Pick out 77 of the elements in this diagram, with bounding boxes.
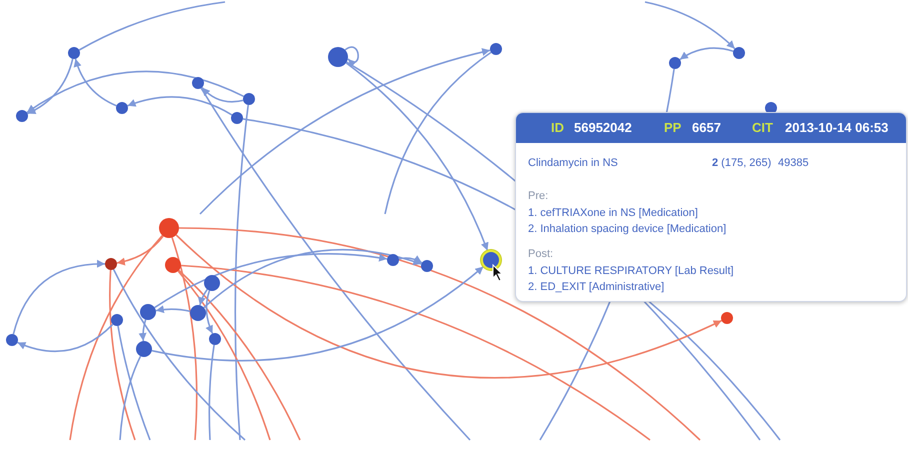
network-node — [6, 334, 18, 346]
arrow — [116, 236, 164, 266]
network-node — [140, 304, 156, 320]
connector-line — [78, 1, 226, 51]
arrow — [398, 255, 422, 264]
field-label: ID — [551, 120, 564, 135]
arrow — [201, 86, 244, 103]
field-label: CIT — [752, 120, 773, 135]
arrow — [346, 62, 488, 251]
connector-line — [208, 344, 215, 440]
connector-line — [178, 227, 701, 441]
connector-line — [384, 52, 492, 214]
network-node — [16, 110, 28, 122]
arrow — [206, 290, 214, 334]
network-node — [105, 258, 117, 270]
arrow — [74, 58, 117, 106]
network-node — [209, 333, 221, 345]
network-node — [243, 93, 255, 105]
network-node — [421, 260, 433, 272]
field-value: 6657 — [692, 120, 721, 135]
network-node — [192, 77, 204, 89]
network-node — [721, 312, 733, 324]
list-item: 2. ED_EXIT [Administrative] — [528, 281, 664, 293]
arrow — [152, 266, 484, 362]
field-value: 56952042 — [574, 120, 632, 135]
field-label: PP — [664, 120, 682, 135]
section-heading: Pre: — [528, 190, 548, 202]
arrow — [127, 96, 232, 116]
connector-line — [178, 270, 301, 440]
network-node — [159, 218, 179, 238]
list-item: 1. cefTRIAXone in NS [Medication] — [528, 207, 698, 219]
arrow — [17, 324, 114, 352]
arrow — [203, 248, 422, 308]
network-node — [68, 47, 80, 59]
arrow — [198, 288, 208, 306]
connector-line — [234, 104, 249, 440]
id-value: 49385 — [778, 157, 809, 169]
connector-line — [117, 326, 151, 440]
arrow — [154, 253, 388, 308]
arrow — [156, 305, 190, 314]
network-node — [204, 275, 220, 291]
arrow — [26, 70, 244, 114]
arrow — [176, 234, 722, 378]
network-node — [490, 43, 502, 55]
section-heading: Post: — [528, 248, 554, 260]
connector-line — [178, 270, 271, 440]
arrow — [644, 1, 736, 50]
connector-line — [180, 264, 650, 441]
list-item: 2. Inhalation spacing device [Medication] — [528, 223, 726, 235]
field-value: 2013-10-14 06:53 — [785, 120, 888, 135]
network-node — [733, 47, 745, 59]
connector-line — [109, 270, 136, 440]
network-node — [669, 57, 681, 69]
network-node — [231, 112, 243, 124]
arrow — [138, 319, 147, 342]
tooltip-card — [515, 112, 907, 302]
network-node — [328, 47, 348, 67]
connector-line — [119, 356, 142, 440]
list-item: 1. CULTURE RESPIRATORY [Lab Result] — [528, 265, 734, 277]
arrow — [12, 260, 106, 334]
arrow — [199, 48, 490, 215]
network-node — [116, 102, 128, 114]
arrow — [27, 58, 74, 114]
network-node — [111, 314, 123, 326]
count-value: 2 (175, 265) — [712, 157, 772, 169]
network-node — [190, 305, 206, 321]
connector-line — [171, 237, 198, 440]
arrow — [679, 47, 734, 60]
network-node — [387, 254, 399, 266]
connector-line — [112, 269, 246, 441]
connector-line — [200, 88, 471, 441]
network-node — [165, 257, 181, 273]
network-node — [136, 341, 152, 357]
connector-line — [69, 234, 163, 440]
medication-name: Clindamycin in NS — [528, 157, 618, 169]
highlighted-node — [481, 250, 501, 270]
arrow — [344, 46, 359, 68]
